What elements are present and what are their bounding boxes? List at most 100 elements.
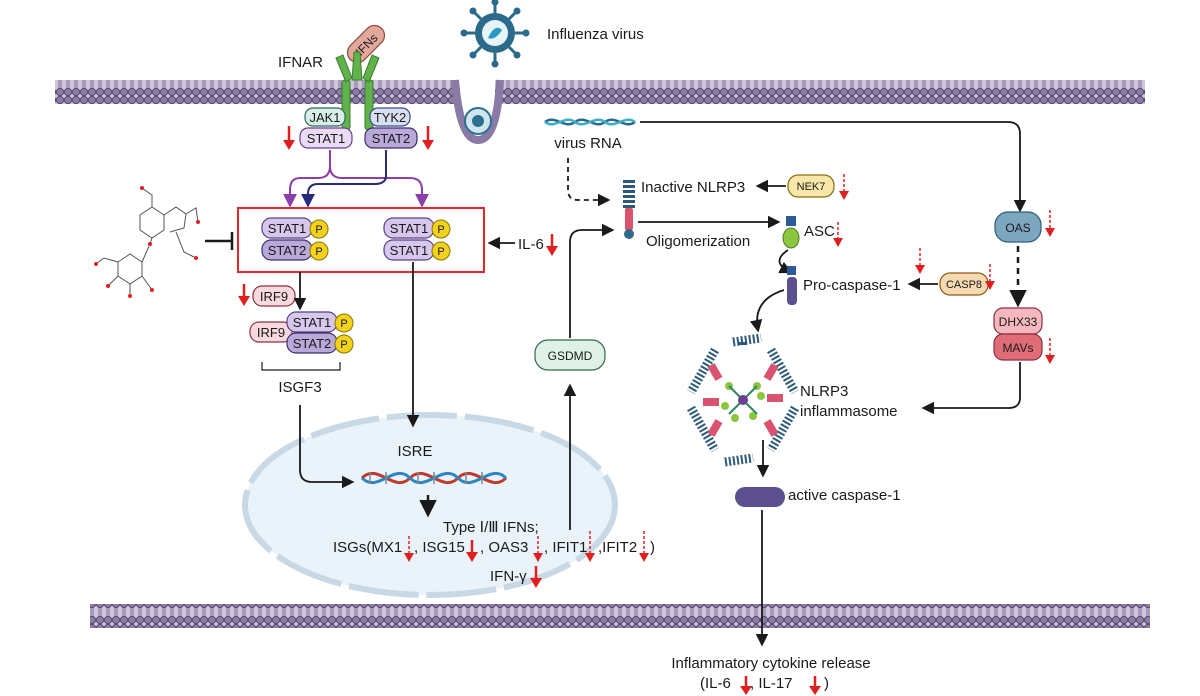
oas-box: OAS: [994, 211, 1042, 243]
isre-label: ISRE: [397, 443, 432, 460]
down-arrow-icon: [466, 540, 478, 562]
cell-membrane-top-left: [55, 80, 455, 104]
stat1-label: STAT1: [390, 221, 429, 236]
phospho-label: P: [437, 224, 444, 236]
nlrp3-inflammasome-icon: [687, 333, 799, 467]
nlrp3-inflammasome-label-1: NLRP3: [800, 383, 848, 400]
casp8-box: CASP8: [939, 272, 989, 296]
dashed-down-arrow-icon: [985, 264, 995, 290]
ifit2-label: ,IFIT2: [598, 539, 637, 556]
dashed-down-arrow-icon: [1045, 338, 1055, 364]
isgf3-to-isre-arrow: [299, 405, 355, 489]
phospho-label: P: [315, 246, 322, 258]
isg15-label: , ISG15: [414, 539, 465, 556]
down-arrow-icon: [238, 284, 250, 306]
stat2-branch-arrow: [301, 150, 387, 208]
gsdmd-to-nlrp3-arrow: [569, 223, 615, 338]
nlrp3-inflammasome-label-2: inflammasome: [800, 403, 898, 420]
close-paren: ): [650, 539, 655, 556]
isgf3-complex: IRF9 STAT1 STAT2 P P: [249, 311, 354, 354]
il6-label: IL-6: [518, 236, 544, 253]
nek7-label: NEK7: [797, 181, 826, 193]
stat1-label: STAT1: [268, 221, 307, 236]
dna-helix-icon: [360, 471, 508, 485]
dashed-down-arrow-icon: [639, 531, 649, 562]
phospho-icon: [309, 241, 329, 261]
dashed-down-arrow-icon: [404, 536, 414, 562]
nek7-box: NEK7: [787, 174, 835, 198]
down-arrow-icon: [422, 126, 434, 150]
influenza-virus-icon: [460, 0, 530, 68]
pro-caspase1-icon: [787, 266, 797, 305]
active-caspase1-label: active caspase-1: [788, 487, 901, 504]
nlrp3-icon: [623, 180, 635, 239]
dashed-down-arrow-icon: [833, 222, 843, 247]
stat1-p-complex-left: STAT1 STAT2 P P: [261, 217, 329, 261]
ifn-gamma-label: IFN-γ: [490, 568, 527, 585]
phospho-icon: [334, 334, 354, 354]
gsdmd-box: GSDMD: [534, 339, 606, 371]
ifit1-label: , IFIT1: [544, 539, 587, 556]
stat1-label: STAT1: [293, 315, 332, 330]
jak1-box: JAK1: [304, 107, 346, 127]
dashed-down-arrow-icon: [1045, 210, 1055, 237]
stat2-receptor-label: STAT2: [372, 131, 411, 146]
irf9-label: IRF9: [257, 325, 285, 340]
mavs-to-inflammasome-arrow: [921, 362, 1021, 415]
atom-dots: [94, 186, 200, 298]
tyk2-label: TYK2: [374, 110, 407, 125]
phospho-icon: [431, 241, 451, 261]
dhx33-mavs-box: DHX33 MAVs: [993, 307, 1043, 361]
down-arrow-icon: [809, 676, 821, 695]
rna-to-oas-arrow: [640, 121, 1027, 213]
phospho-label: P: [340, 318, 347, 330]
phospho-icon: [431, 219, 451, 239]
phospho-icon: [334, 313, 354, 333]
isgf3-bracket: [261, 362, 341, 371]
procaspase-to-inflammasome-arrow: [749, 289, 785, 333]
mavs-label: MAVs: [1002, 341, 1033, 355]
dashed-down-arrow-icon: [533, 536, 543, 562]
down-arrow-icon: [530, 566, 542, 588]
stat2-receptor-box: STAT2: [364, 127, 418, 149]
inhibition-bar-icon: [205, 232, 234, 250]
oas3-label: , OAS3: [480, 539, 528, 556]
active-caspase1-icon: [735, 487, 785, 507]
phospho-label: P: [315, 224, 322, 236]
isgs-mx1-label: ISGs(MX1: [333, 539, 402, 556]
ifnar-label: IFNAR: [278, 54, 323, 71]
compound-structure-icon: [95, 187, 199, 296]
cell-membrane-bottom: [90, 604, 1150, 628]
phospho-label: P: [340, 339, 347, 351]
down-arrow-icon: [546, 234, 558, 256]
stat2-label: STAT2: [293, 336, 332, 351]
stat1-homodimer: STAT1 STAT1 P P: [383, 217, 451, 261]
stat1-branch-arrow: [329, 165, 429, 208]
irf9-box: IRF9: [252, 285, 296, 307]
cytokine-il6-label: (IL-6: [700, 675, 731, 692]
stat1-receptor-box: STAT1: [299, 127, 353, 149]
inactive-nlrp3-label: Inactive NLRP3: [641, 179, 745, 196]
isgf3-label: ISGF3: [278, 379, 321, 396]
jak1-label: JAK1: [309, 110, 340, 125]
tyk2-box: TYK2: [369, 107, 411, 127]
rna-to-nlrp3-dashed-arrow: [567, 158, 611, 207]
oas-label: OAS: [1005, 221, 1030, 235]
asc-icon: [782, 216, 800, 249]
phospho-icon: [309, 219, 329, 239]
cell-membrane-top-right: [495, 80, 1145, 104]
dashed-down-arrow-icon: [839, 174, 849, 200]
virus-rna-icon: [544, 118, 636, 126]
oligomerization-label: Oligomerization: [646, 233, 750, 250]
virus-rna-label: virus RNA: [554, 135, 622, 152]
cytokine-il17-label: , IL-17: [750, 675, 793, 692]
stat2-label: STAT2: [268, 243, 307, 258]
influenza-virus-label: Influenza virus: [547, 26, 644, 43]
down-arrow-icon: [283, 126, 295, 150]
stat1-label: STAT1: [390, 243, 429, 258]
cytokine-close-label: ): [824, 675, 829, 692]
dashed-down-arrow-icon: [585, 531, 595, 562]
dhx33-label: DHX33: [999, 315, 1038, 329]
type-ifns-label: Type Ⅰ/Ⅲ IFNs;: [443, 519, 539, 536]
